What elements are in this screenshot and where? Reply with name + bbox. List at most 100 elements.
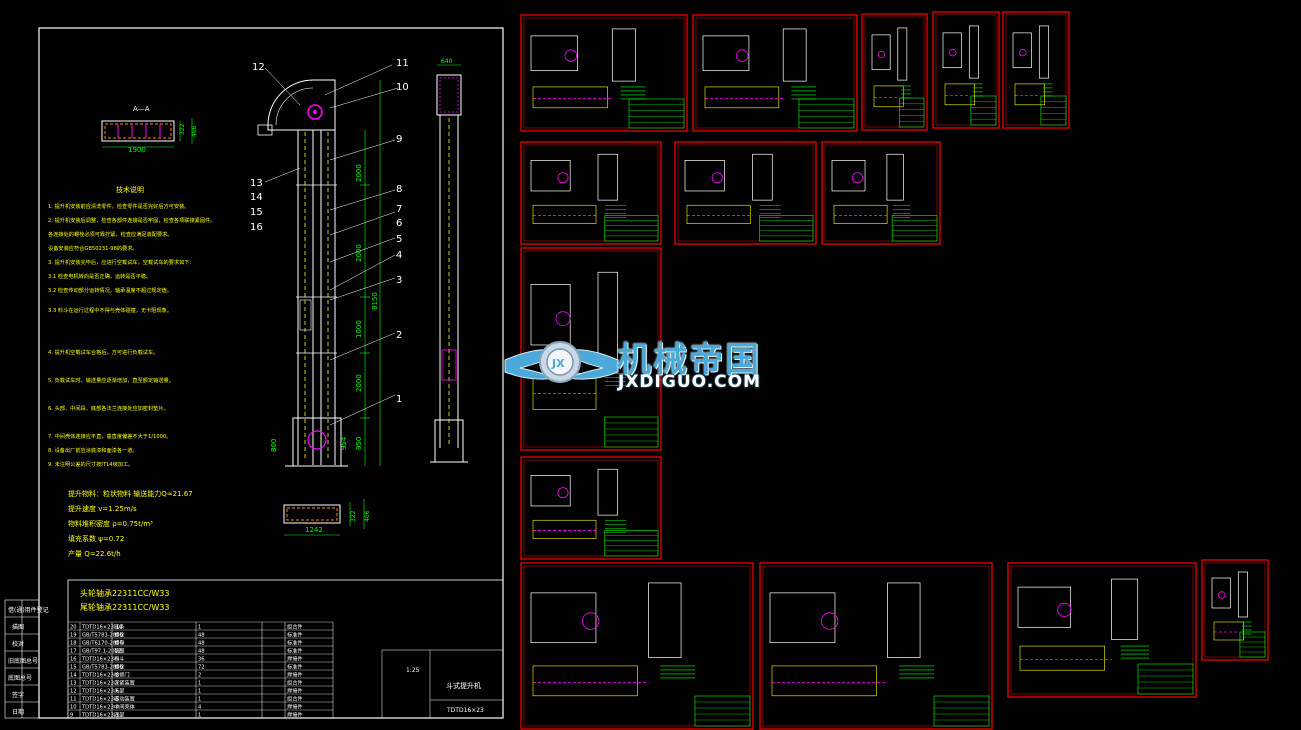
bom-cell: TDTD16×23-10 — [81, 624, 122, 630]
detail-sheet — [861, 13, 928, 131]
param-line: 产量 Q=22.6t/h — [68, 549, 121, 558]
bom-cell: 1 — [198, 688, 201, 694]
bom-cell: 9 — [70, 712, 73, 718]
bom-cell: TDTD16×23-4 — [81, 704, 120, 710]
part-callout: 14 — [250, 192, 263, 203]
dim-label: 954 — [340, 436, 348, 450]
bom-cell: 螺母 — [114, 638, 124, 646]
detail-sheet — [1201, 559, 1269, 661]
bom-cell: 12 — [70, 688, 77, 694]
bom-cell: 4 — [198, 704, 202, 710]
note-line: 3.2 检查传动部分运转情况，轴承温度不超过规定值。 — [48, 286, 172, 294]
bom-cell: GB/T97.1-2002 — [82, 648, 121, 654]
dim-label: 8150 — [371, 292, 379, 310]
bom-cell: 标准件 — [287, 630, 303, 638]
dim-label: 2000 — [355, 164, 363, 182]
part-callout: 9 — [396, 134, 402, 145]
part-callout: 7 — [396, 204, 402, 215]
bom-cell: 1 — [198, 696, 201, 702]
bom-cell: 14 — [70, 672, 77, 678]
dim-label: 2000 — [355, 374, 363, 392]
detail-sheet — [759, 562, 993, 730]
view-label: A—A — [133, 105, 150, 113]
detail-sheet — [674, 141, 817, 245]
dim-label: 1000 — [355, 320, 363, 338]
part-callout: 2 — [396, 330, 402, 341]
revision-label: 描图 — [12, 623, 24, 631]
note-line: 4. 提升机空载试车合格后，方可进行负载试车。 — [48, 348, 158, 356]
dim-label: 1900 — [128, 146, 146, 154]
bom-cell: 16 — [70, 656, 77, 662]
part-callout: 10 — [396, 82, 409, 93]
detail-sheet — [821, 141, 941, 245]
part-callout: 4 — [396, 250, 402, 261]
bom-cell: 垫圈 — [114, 646, 124, 654]
bom-cell: TDTD16×23-5 — [81, 696, 119, 702]
bom-cell: 链条 — [114, 622, 124, 630]
part-callout: 11 — [396, 58, 409, 69]
bom-cell: 头部 — [114, 686, 124, 694]
detail-sheet — [1007, 562, 1197, 698]
detail-sheet — [520, 456, 662, 560]
note-line: 8. 设备出厂前应涂底漆和面漆各一道。 — [48, 446, 138, 454]
revision-labels: 借(通)用件登记 描图 校对 旧底图总号 底图总号 签字 日期 — [8, 606, 49, 716]
bom-cell: TDTD16×23-6 — [81, 688, 119, 694]
note-line: 9. 未注明公差的尺寸按IT14级加工。 — [48, 460, 133, 468]
detail-sheet — [520, 247, 662, 451]
detail-sheet — [1002, 11, 1070, 129]
bom-cell: 标准件 — [287, 662, 303, 670]
watermark-logo-text: JX — [551, 357, 565, 370]
dim-label: 322 — [350, 510, 357, 522]
note-line: 设备安装应符合GB50231-98的要求。 — [48, 244, 138, 252]
part-callout: 13 — [250, 178, 263, 189]
bom-cell: 1 — [198, 712, 201, 718]
bom-cell: 焊接件 — [287, 686, 303, 694]
bom-cell: 焊接件 — [287, 654, 303, 662]
bom-cell: 张紧装置 — [114, 678, 135, 686]
bom-cell: 72 — [198, 664, 205, 670]
parameters: 提升物料：粒状物料 输送能力Q≈21.67 提升速度 v=1.25m/s 物料堆… — [68, 489, 193, 612]
detail-sheet — [520, 14, 688, 132]
param-line: 物料堆积密度 ρ=0.75t/m³ — [68, 519, 153, 528]
bom-cell: 标准件 — [287, 638, 303, 646]
bom-cell: 螺栓 — [114, 630, 125, 638]
bom-cell: 料斗 — [114, 654, 124, 662]
bom-cell: 20 — [70, 624, 77, 630]
bom-cell: 10 — [70, 704, 77, 710]
dim-label: 406 — [191, 125, 198, 137]
revision-label: 日期 — [12, 708, 24, 716]
detail-sheet — [692, 14, 858, 132]
dim-label: 1242 — [305, 526, 323, 534]
bom-cell: 中间壳体 — [114, 702, 136, 710]
section-top-view: A—A 1900 322 406 — [101, 105, 198, 154]
main-sheet-border — [38, 27, 504, 719]
bom-cell: TDTD16×23-8 — [81, 672, 119, 678]
part-callout: 16 — [250, 222, 263, 233]
bom-cell: 15 — [70, 664, 77, 670]
dim-label: 2000 — [355, 244, 363, 262]
bom-cell: 焊接件 — [287, 702, 303, 710]
bom-cell: 焊接件 — [287, 670, 303, 678]
bom-cell: 18 — [70, 640, 77, 646]
note-line: 6. 头部、中间段、底部各法兰连接处应加密封垫片。 — [48, 404, 169, 412]
bom-cell: 底部 — [114, 710, 124, 718]
bom-cell: 焊接件 — [287, 710, 303, 718]
bom-cell: TDTD16×23-7 — [81, 680, 119, 686]
revision-strip — [4, 599, 40, 719]
drawing-name: 斗式提升机 — [446, 681, 481, 690]
revision-label: 校对 — [12, 640, 24, 648]
elevator-side-view: 640 — [430, 58, 468, 463]
part-callout: 15 — [250, 207, 263, 218]
note-line: 1. 提升机安装前应清洗零件，检查零件是否完好后方可安装。 — [48, 202, 189, 210]
param-line: 提升物料：粒状物料 输送能力Q≈21.67 — [68, 489, 193, 498]
drawing-scale: 1:25 — [406, 667, 420, 674]
bom-cell: 48 — [198, 640, 205, 646]
param-line: 提升速度 v=1.25m/s — [68, 504, 137, 513]
bom-cell: 检修门 — [114, 670, 130, 678]
dim-label: 322 — [179, 123, 186, 135]
part-callout: 5 — [396, 234, 402, 245]
revision-label: 借(通)用件登记 — [8, 606, 49, 614]
param-line: 填充系数 ψ=0.72 — [68, 534, 124, 543]
